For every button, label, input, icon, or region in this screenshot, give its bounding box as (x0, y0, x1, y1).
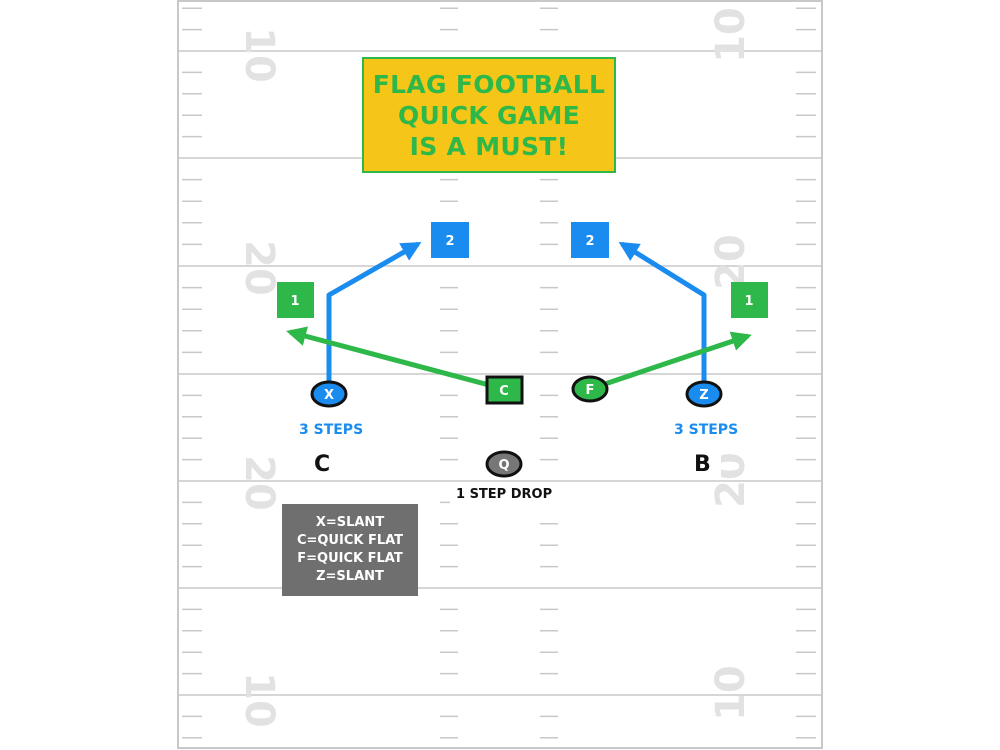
route-x-slant (326, 241, 422, 394)
route-legend-c: C=QUICK FLAT (296, 533, 404, 548)
steps-label-right: 3 STEPS (668, 420, 745, 440)
route-c-quick-flat (286, 326, 505, 392)
player-f (571, 375, 609, 403)
routes (286, 241, 752, 394)
route-legend-box: X=SLANT C=QUICK FLAT F=QUICK FLAT Z=SLAN… (282, 504, 418, 596)
route-legend-x: X=SLANT (315, 515, 385, 530)
read-number-right-1: 1 (744, 294, 753, 309)
route-legend-z: Z=SLANT (316, 569, 384, 584)
player-x (310, 380, 348, 408)
read-number-right-2: 2 (585, 234, 594, 249)
steps-label-left: 3 STEPS (293, 420, 370, 440)
formation-letter-right: B (684, 450, 721, 479)
yard-number-left-bottom: 10 (236, 672, 282, 728)
player-q (485, 450, 523, 478)
read-boxes: 2 2 1 1 (277, 222, 768, 318)
route-legend-f: F=QUICK FLAT (297, 551, 403, 566)
read-box-right-1 (731, 282, 768, 318)
yard-number-left-top: 10 (236, 27, 282, 83)
hash-marks (182, 7, 816, 739)
yard-lines (178, 50, 822, 696)
route-f-quick-flat (589, 331, 752, 392)
player-f-label: F (586, 383, 595, 398)
formation-letter-left: C (304, 450, 341, 479)
qb-drop-label: 1 STEP DROP (450, 485, 559, 504)
play-title-line-3: IS A MUST! (409, 131, 569, 161)
read-box-right-2 (571, 222, 609, 258)
players: X C F Z Q (310, 375, 723, 478)
play-title-line-2: QUICK GAME (397, 100, 581, 130)
player-z (685, 380, 723, 408)
play-title-box: FLAG FOOTBALL QUICK GAME IS A MUST! (362, 57, 616, 173)
yard-number-left-lower: 20 (236, 455, 282, 511)
player-q-label: Q (498, 458, 509, 473)
yard-number-right-bottom: 10 (708, 665, 754, 721)
player-c-label: C (499, 384, 509, 399)
yard-number-right-upper: 20 (708, 234, 754, 290)
player-c (485, 375, 524, 405)
read-box-left-1 (277, 282, 314, 318)
yard-number-left-upper: 20 (236, 240, 282, 296)
read-box-left-2 (431, 222, 469, 258)
route-z-slant (618, 241, 707, 394)
player-x-label: X (324, 388, 334, 403)
read-number-left-2: 2 (445, 234, 454, 249)
player-z-label: Z (699, 388, 708, 403)
play-title-line-1: FLAG FOOTBALL (372, 69, 606, 99)
read-number-left-1: 1 (290, 294, 299, 309)
yard-number-right-top: 10 (708, 7, 754, 63)
